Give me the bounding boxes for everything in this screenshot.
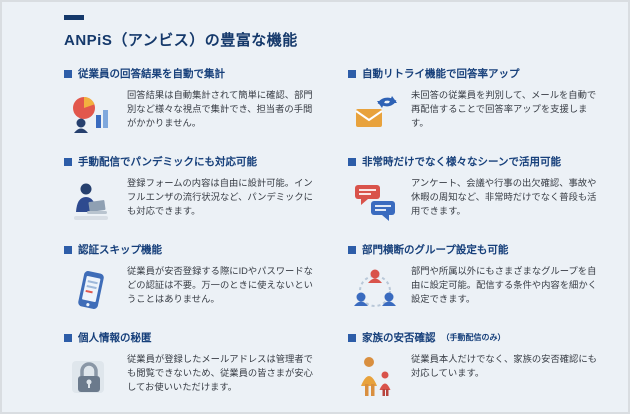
mail-retry-icon [348,87,402,141]
feature-title: 認証スキップ機能 [78,244,162,256]
feature-description: 従業員が登録したメールアドレスは管理者でも閲覧できないため、従業員の皆さまが安心… [127,354,313,392]
feature-description: 未回答の従業員を判別して、メールを自動で再配信することで回答率アップを支援します… [411,90,597,128]
feature-manual-delivery: 手動配信でパンデミックにも対応可能 登録フォームの [64,154,318,229]
bullet-square-icon [348,69,356,78]
bullet-square-icon [64,245,72,254]
feature-description: 回答結果は自動集計されて簡単に確認、部門別など様々な視点で集計でき、担当者の手間… [127,90,313,128]
bullet-square-icon [64,157,72,166]
feature-title: 非常時だけでなく様々なシーンで活用可能 [362,156,561,168]
feature-body: アンケート、会議や行事の出欠確認、事故や休暇の周知など、非常時だけでなく普段も活… [348,175,602,229]
feature-title: 家族の安否確認 [362,332,436,344]
feature-description: 従業員本人だけでなく、家族の安否確認にも対応しています。 [411,354,597,378]
feature-auto-aggregate: 従業員の回答結果を自動で集計 [64,66,318,141]
feature-heading: 手動配信でパンデミックにも対応可能 [64,154,318,169]
bullet-square-icon [348,245,356,254]
feature-title: 従業員の回答結果を自動で集計 [78,68,225,80]
chat-bubbles-icon [348,175,402,229]
feature-heading: 自動リトライ機能で回答率アップ [348,66,602,81]
feature-description: 従業員が安否登録する際にIDやパスワードなどの認証は不要。万一のときに使えないと… [127,266,313,304]
group-network-icon [348,263,402,317]
feature-body: 従業員が安否登録する際にIDやパスワードなどの認証は不要。万一のときに使えないと… [64,263,318,317]
feature-body: 部門や所属以外にもさまざまなグループを自由に設定可能。配信する条件や内容を細かく… [348,263,602,317]
family-icon [348,351,402,405]
feature-body: 従業員本人だけでなく、家族の安否確認にも対応しています。 [348,351,602,405]
feature-heading: 部門横断のグループ設定も可能 [348,242,602,257]
title-accent-bar [64,15,84,20]
feature-title: 個人情報の秘匿 [78,332,152,344]
feature-description: アンケート、会議や行事の出欠確認、事故や休暇の周知など、非常時だけでなく普段も活… [411,178,597,216]
feature-various-scenes: 非常時だけでなく様々なシーンで活用可能 [348,154,602,229]
feature-body: 未回答の従業員を判別して、メールを自動で再配信することで回答率アップを支援します… [348,87,602,141]
feature-privacy: 個人情報の秘匿 従業員が登録したメールアドレスは管 [64,330,318,405]
feature-heading: 従業員の回答結果を自動で集計 [64,66,318,81]
feature-body: 回答結果は自動集計されて簡単に確認、部門別など様々な視点で集計でき、担当者の手間… [64,87,318,141]
feature-family-safety: 家族の安否確認 （手動配信のみ） [348,330,602,405]
feature-heading: 認証スキップ機能 [64,242,318,257]
bullet-square-icon [348,157,356,166]
feature-body: 従業員が登録したメールアドレスは管理者でも閲覧できないため、従業員の皆さまが安心… [64,351,318,405]
feature-body: 登録フォームの内容は自由に設計可能。インフルエンザの流行状況など、パンデミックに… [64,175,318,229]
feature-title-note: （手動配信のみ） [441,333,506,342]
feature-auto-retry: 自動リトライ機能で回答率アップ [348,66,602,141]
feature-columns: 従業員の回答結果を自動で集計 [64,66,602,405]
bullet-square-icon [348,333,356,342]
feature-auth-skip: 認証スキップ機能 [64,242,318,317]
pie-chart-person-icon [64,87,118,141]
feature-cross-group: 部門横断のグループ設定も可能 [348,242,602,317]
feature-title: 手動配信でパンデミックにも対応可能 [78,156,258,168]
page-title: ANPiS（アンビス）の豊富な機能 [64,32,298,49]
bullet-square-icon [64,69,72,78]
person-laptop-icon [64,175,118,229]
feature-title: 部門横断のグループ設定も可能 [362,244,509,256]
feature-description: 登録フォームの内容は自由に設計可能。インフルエンザの流行状況など、パンデミックに… [127,178,313,216]
left-column: 従業員の回答結果を自動で集計 [64,66,318,405]
feature-heading: 非常時だけでなく様々なシーンで活用可能 [348,154,602,169]
feature-heading: 個人情報の秘匿 [64,330,318,345]
feature-title: 自動リトライ機能で回答率アップ [362,68,520,80]
content-area: ANPiS（アンビス）の豊富な機能 従業員の回答結果を自動で集計 [2,2,628,405]
smartphone-icon [64,263,118,317]
feature-heading: 家族の安否確認 （手動配信のみ） [348,330,602,345]
bullet-square-icon [64,333,72,342]
lock-icon [64,351,118,405]
right-column: 自動リトライ機能で回答率アップ [348,66,602,405]
feature-description: 部門や所属以外にもさまざまなグループを自由に設定可能。配信する条件や内容を細かく… [411,266,597,304]
